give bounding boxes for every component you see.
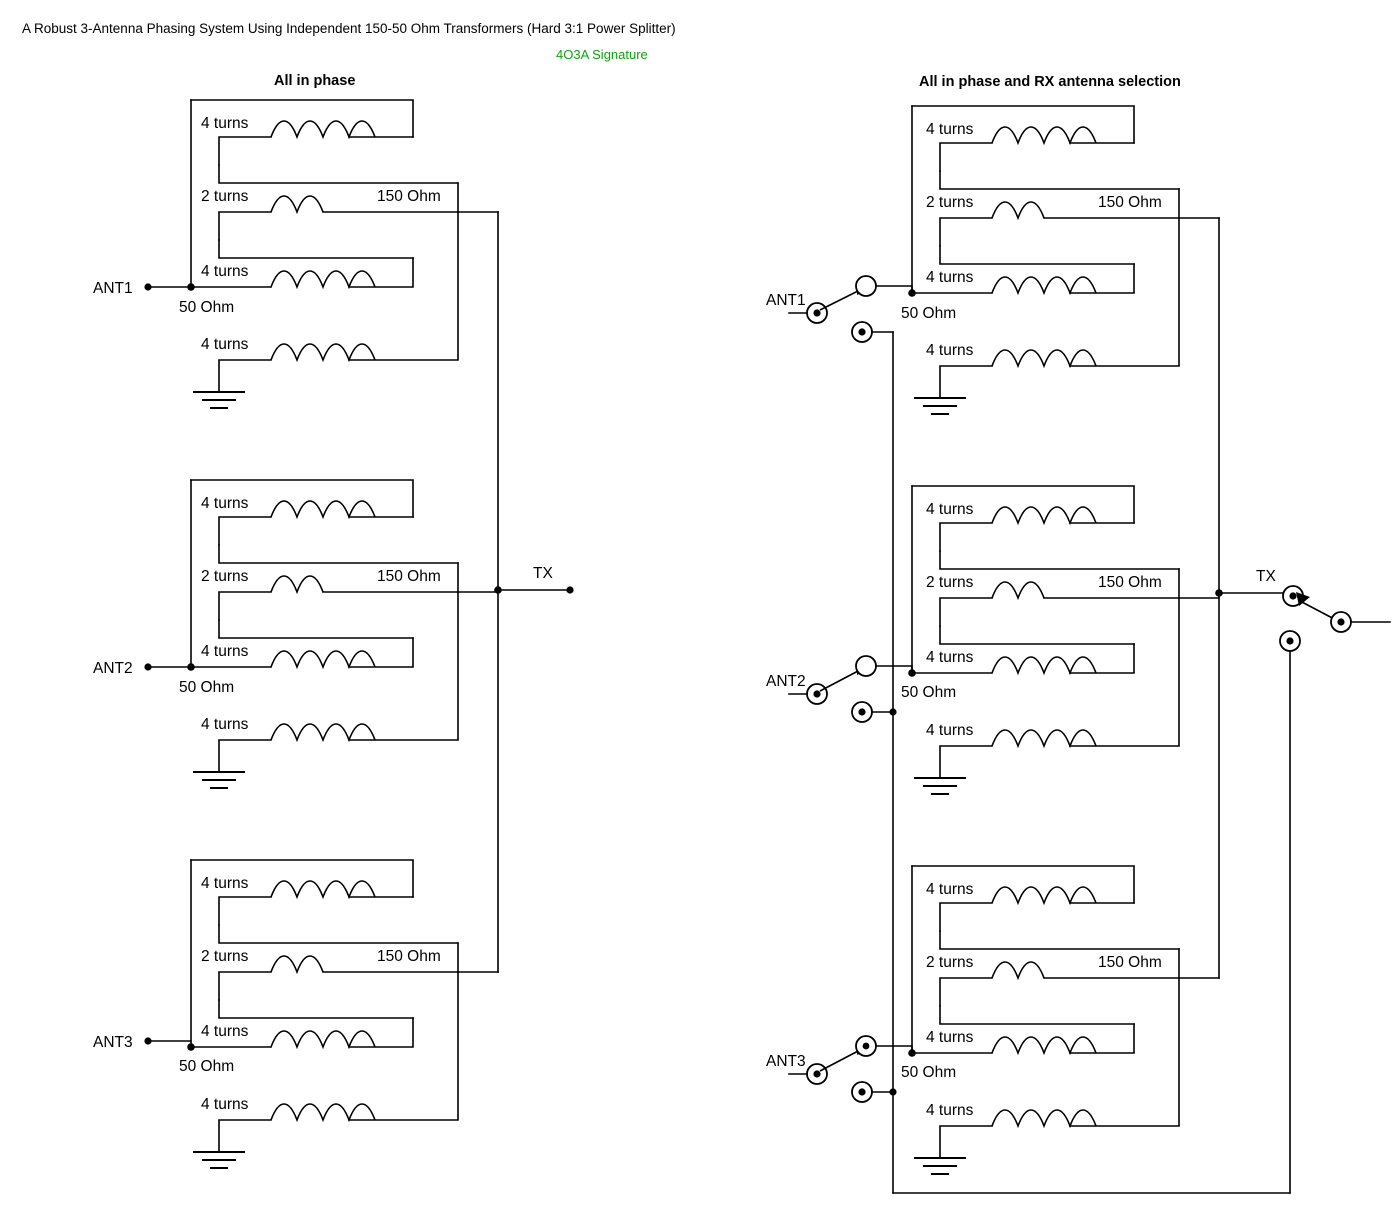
antenna-label-ant3: ANT3: [766, 1053, 806, 1070]
section-heading-left: All in phase: [274, 73, 355, 89]
impedance-in-label: 50 Ohm: [901, 684, 956, 701]
diagram-right: 4 turns 2 turns 4 turns 4 turns 150 Ohm …: [766, 105, 1391, 1194]
diagram-left: 4 turns 2 turns 4 turns 4 turns 150 Ohm …: [93, 99, 574, 1169]
junction-dot: [1215, 589, 1223, 597]
winding-label: 4 turns: [201, 875, 249, 892]
impedance-out-label: 150 Ohm: [1098, 194, 1162, 211]
transformer-block-right-3: 4 turns 2 turns 4 turns 4 turns 150 Ohm …: [766, 865, 1220, 1175]
winding-label: 4 turns: [201, 263, 249, 280]
impedance-in-label: 50 Ohm: [179, 1058, 234, 1075]
winding-label: 4 turns: [201, 495, 249, 512]
junction-dot: [494, 586, 502, 594]
antenna-label-ant1: ANT1: [766, 292, 806, 309]
winding-label: 4 turns: [201, 716, 249, 733]
impedance-in-label: 50 Ohm: [901, 1064, 956, 1081]
winding-label: 2 turns: [926, 954, 974, 971]
tx-label-left: TX: [533, 565, 553, 582]
winding-label: 2 turns: [201, 568, 249, 585]
winding-label: 4 turns: [926, 121, 974, 138]
rx-bus-right: [892, 331, 1291, 1194]
antenna-switch-ant3[interactable]: [788, 1035, 913, 1103]
tx-switch[interactable]: [1279, 585, 1391, 652]
impedance-out-label: 150 Ohm: [377, 188, 441, 205]
transformer-block-right-2: 4 turns 2 turns 4 turns 4 turns 150 Ohm …: [766, 485, 1220, 795]
terminal-dot: [144, 283, 152, 291]
transformer-block-left-3: 4 turns 2 turns 4 turns 4 turns 150 Ohm …: [93, 859, 499, 1169]
impedance-out-label: 150 Ohm: [1098, 574, 1162, 591]
winding-label: 2 turns: [926, 194, 974, 211]
winding-label: 2 turns: [201, 188, 249, 205]
winding-label: 4 turns: [201, 1023, 249, 1040]
tx-bus-right: TX: [1215, 217, 1284, 979]
winding-label: 4 turns: [926, 1102, 974, 1119]
impedance-in-label: 50 Ohm: [179, 299, 234, 316]
impedance-out-label: 150 Ohm: [1098, 954, 1162, 971]
winding-label: 4 turns: [926, 722, 974, 739]
winding-label: 4 turns: [926, 881, 974, 898]
section-heading-right: All in phase and RX antenna selection: [919, 74, 1181, 90]
antenna-switch-ant2[interactable]: [788, 655, 913, 723]
transformer-block-right-1: 4 turns 2 turns 4 turns 4 turns 150 Ohm …: [766, 105, 1220, 415]
impedance-out-label: 150 Ohm: [377, 948, 441, 965]
transformer-block-left-2: 4 turns 2 turns 4 turns 4 turns 150 Ohm …: [93, 479, 499, 789]
tx-bus-left: TX: [494, 211, 574, 973]
impedance-out-label: 150 Ohm: [377, 568, 441, 585]
junction-dot: [187, 1043, 195, 1051]
antenna-label-ant3: ANT3: [93, 1034, 133, 1051]
terminal-dot: [144, 1037, 152, 1045]
winding-label: 2 turns: [201, 948, 249, 965]
junction-dot: [187, 283, 195, 291]
winding-label: 4 turns: [926, 649, 974, 666]
tx-terminal-dot: [566, 586, 574, 594]
winding-label: 4 turns: [201, 115, 249, 132]
terminal-dot: [144, 663, 152, 671]
antenna-label-ant2: ANT2: [766, 673, 806, 690]
transformer-block-left-1: 4 turns 2 turns 4 turns 4 turns 150 Ohm …: [93, 99, 499, 409]
winding-label: 4 turns: [926, 342, 974, 359]
antenna-label-ant1: ANT1: [93, 280, 133, 297]
impedance-in-label: 50 Ohm: [179, 679, 234, 696]
antenna-label-ant2: ANT2: [93, 660, 133, 677]
winding-label: 4 turns: [926, 501, 974, 518]
winding-label: 4 turns: [201, 1096, 249, 1113]
winding-label: 4 turns: [926, 269, 974, 286]
document-title: A Robust 3-Antenna Phasing System Using …: [22, 21, 676, 36]
winding-label: 2 turns: [926, 574, 974, 591]
winding-label: 4 turns: [201, 643, 249, 660]
signature-text: 4O3A Signature: [556, 47, 648, 62]
winding-label: 4 turns: [201, 336, 249, 353]
winding-label: 4 turns: [926, 1029, 974, 1046]
impedance-in-label: 50 Ohm: [901, 305, 956, 322]
antenna-switch-ant1[interactable]: [788, 275, 913, 343]
junction-dot: [187, 663, 195, 671]
tx-label-right: TX: [1256, 568, 1276, 585]
